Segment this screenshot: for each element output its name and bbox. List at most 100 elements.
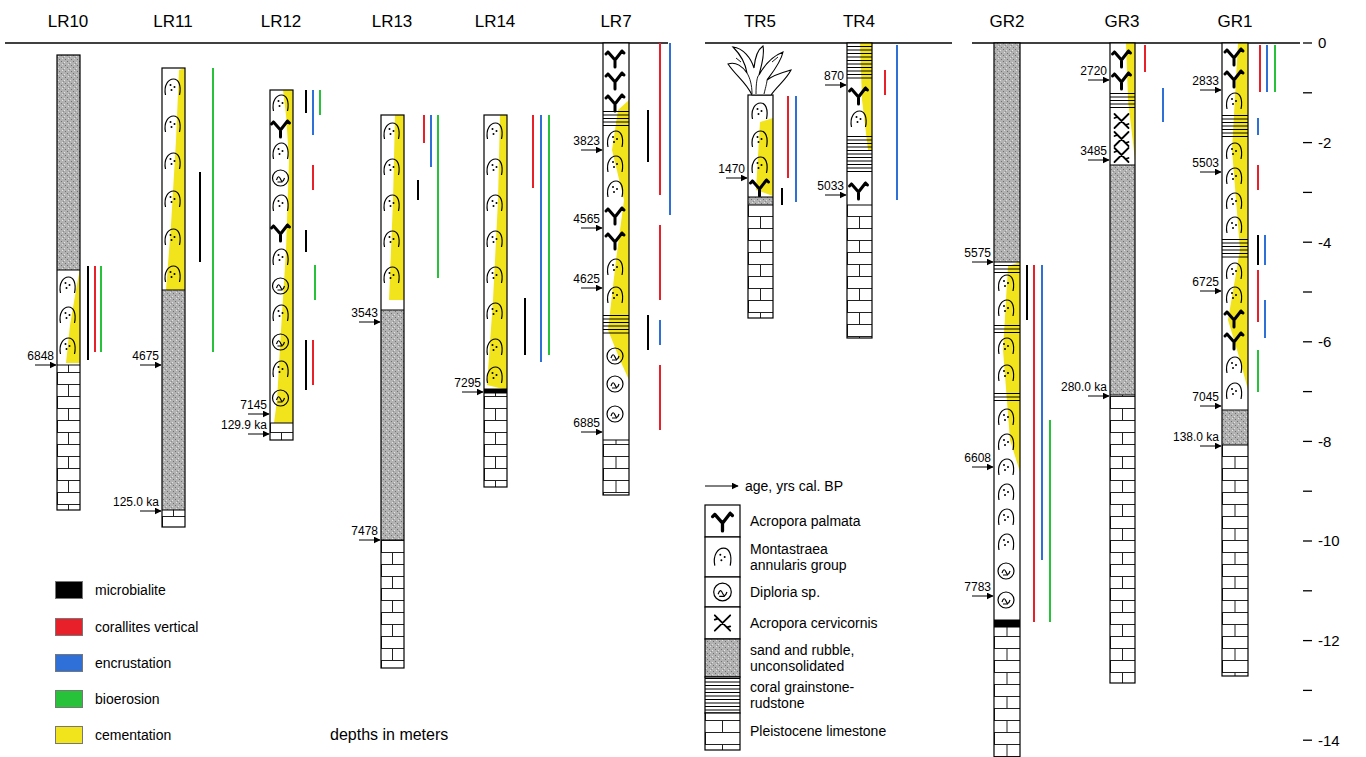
age-label: 7295 — [454, 377, 481, 391]
age-label: 6885 — [573, 417, 600, 431]
core-drawing — [705, 685, 740, 686]
core-name: LR12 — [261, 12, 302, 32]
core-drawing — [548, 115, 550, 355]
age-arrow — [462, 392, 483, 393]
age-label: 3823 — [573, 135, 600, 149]
core-drawing — [847, 205, 872, 206]
core-drawing — [603, 322, 629, 323]
core-drawing — [994, 627, 1020, 757]
core-drawing — [496, 310, 498, 312]
core-drawing — [171, 89, 173, 91]
core-drawing — [1004, 519, 1006, 521]
core-drawing — [278, 200, 280, 202]
core-drawing — [540, 115, 542, 362]
core-drawing — [492, 308, 494, 310]
core-drawing — [1110, 97, 1135, 98]
core-drawing — [381, 115, 404, 668]
core-drawing — [994, 262, 1020, 263]
core-drawing — [850, 183, 868, 199]
core-drawing — [1002, 599, 1010, 604]
core-drawing — [277, 341, 285, 346]
core-drawing — [484, 389, 507, 390]
core-column — [484, 115, 549, 487]
core-drawing — [165, 266, 180, 282]
core-drawing — [613, 297, 615, 299]
age-label: 4565 — [573, 213, 600, 227]
legend-sample — [705, 505, 740, 537]
core-drawing — [606, 51, 624, 67]
core-drawing — [57, 55, 80, 510]
core-drawing — [162, 68, 185, 527]
core-drawing — [493, 349, 495, 351]
core-drawing — [613, 191, 615, 193]
core-drawing — [312, 90, 314, 135]
core-drawing — [272, 225, 290, 241]
depth-value: -10 — [1318, 532, 1340, 549]
core-drawing — [1026, 265, 1028, 320]
core-drawing — [999, 434, 1014, 450]
core-drawing — [847, 154, 872, 155]
core-drawing — [524, 298, 526, 355]
age-label: 4675 — [132, 350, 159, 364]
core-drawing — [496, 166, 498, 168]
age-label: 125.0 ka — [113, 496, 159, 510]
core-drawing — [1303, 291, 1312, 292]
core-drawing — [608, 181, 623, 197]
core-drawing — [1003, 414, 1005, 416]
core-drawing — [1007, 491, 1009, 493]
core-drawing — [1231, 292, 1233, 294]
core-drawing — [1003, 280, 1005, 282]
core-drawing — [390, 169, 392, 171]
core-drawing — [659, 225, 661, 300]
core-drawing — [319, 90, 321, 115]
core-drawing — [847, 205, 872, 338]
core-drawing — [994, 325, 1020, 326]
core-drawing — [1235, 364, 1237, 366]
core-drawing — [270, 423, 293, 440]
core-drawing — [847, 46, 872, 47]
core-drawing — [606, 73, 624, 89]
core-drawing — [381, 310, 404, 311]
age-label: 5503 — [1192, 157, 1219, 171]
core-column — [270, 90, 320, 440]
core-drawing — [1007, 416, 1009, 418]
core-drawing — [850, 88, 868, 104]
core-drawing — [603, 115, 629, 116]
core-drawing — [57, 365, 80, 510]
core-drawing — [1222, 445, 1248, 676]
core-drawing — [1303, 540, 1312, 541]
core-drawing — [199, 172, 201, 262]
core-drawing — [1232, 393, 1234, 395]
core-drawing — [612, 264, 614, 266]
core-drawing — [999, 534, 1014, 550]
core-drawing — [162, 290, 185, 510]
core-drawing — [1110, 100, 1135, 101]
core-drawing — [5, 42, 668, 44]
core-name: LR7 — [600, 12, 631, 32]
core-drawing — [273, 361, 288, 377]
age-label: 6725 — [1192, 276, 1219, 290]
core-drawing — [607, 348, 623, 364]
core-drawing — [1110, 165, 1135, 395]
core-drawing — [1303, 391, 1312, 392]
core-drawing — [714, 583, 732, 601]
core-drawing — [860, 43, 872, 150]
core-drawing — [57, 55, 80, 510]
core-drawing — [282, 368, 284, 370]
core-drawing — [381, 115, 404, 668]
core-drawing — [174, 86, 176, 88]
core-drawing — [999, 365, 1014, 381]
core-drawing — [484, 389, 507, 393]
core-drawing — [212, 68, 214, 352]
core-drawing — [1003, 343, 1005, 345]
core-drawing — [381, 540, 404, 668]
depth-value: -6 — [1318, 333, 1331, 350]
core-drawing — [1231, 98, 1233, 100]
core-drawing — [608, 156, 623, 172]
core-drawing — [994, 400, 1020, 401]
core-drawing — [166, 68, 185, 290]
core-drawing — [1227, 93, 1242, 109]
core-drawing — [847, 53, 872, 54]
core-drawing — [1222, 250, 1248, 251]
core-drawing — [1231, 173, 1233, 175]
